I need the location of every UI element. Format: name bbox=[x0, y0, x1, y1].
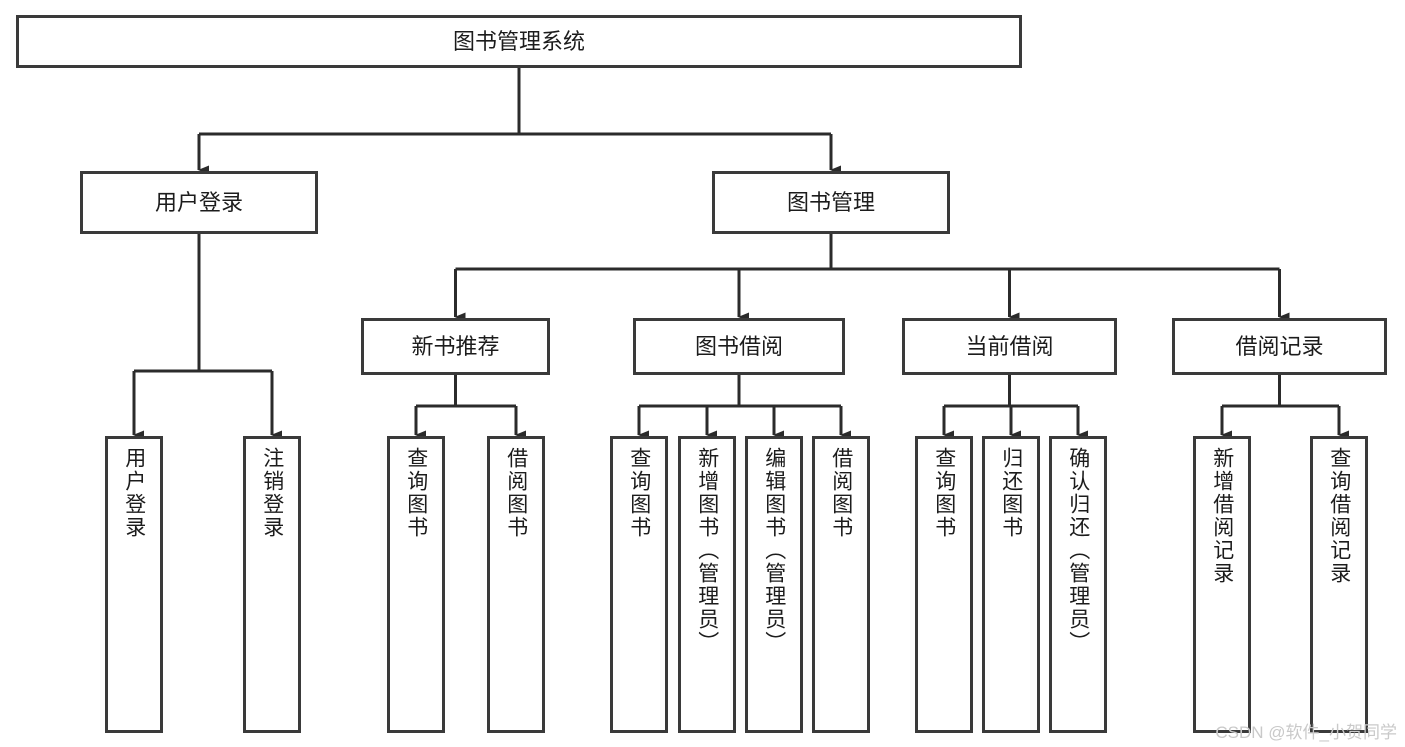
node-leaf-cr2[interactable]: 归还图书 bbox=[982, 436, 1040, 733]
node-label: 新增图书（管理员） bbox=[695, 447, 719, 654]
node-leaf-br4[interactable]: 借阅图书 bbox=[812, 436, 870, 733]
node-label: 图书管理 bbox=[786, 189, 875, 215]
node-leaf-cr1[interactable]: 查询图书 bbox=[915, 436, 973, 733]
node-leaf-br3[interactable]: 编辑图书（管理员） bbox=[745, 436, 803, 733]
node-leaf-nb1[interactable]: 查询图书 bbox=[387, 436, 445, 733]
node-leaf-cr3[interactable]: 确认归还（管理员） bbox=[1049, 436, 1107, 733]
node-newbook[interactable]: 新书推荐 bbox=[361, 318, 550, 375]
node-label: 查询图书 bbox=[404, 447, 428, 539]
node-label: 用户登录 bbox=[154, 189, 243, 215]
node-label: 确认归还（管理员） bbox=[1066, 447, 1090, 654]
node-label: 新增借阅记录 bbox=[1210, 447, 1234, 585]
node-label: 查询借阅记录 bbox=[1327, 447, 1351, 585]
node-leaf-login2[interactable]: 注销登录 bbox=[243, 436, 301, 733]
node-root[interactable]: 图书管理系统 bbox=[16, 15, 1022, 68]
node-label: 图书借阅 bbox=[694, 333, 783, 359]
connector-layer bbox=[132, 68, 1349, 440]
node-label: 借阅图书 bbox=[829, 447, 853, 539]
node-label: 借阅记录 bbox=[1235, 333, 1324, 359]
node-leaf-login1[interactable]: 用户登录 bbox=[105, 436, 163, 733]
node-current[interactable]: 当前借阅 bbox=[902, 318, 1117, 375]
node-label: 注销登录 bbox=[260, 447, 284, 539]
node-leaf-br2[interactable]: 新增图书（管理员） bbox=[678, 436, 736, 733]
node-label: 当前借阅 bbox=[965, 333, 1054, 359]
node-leaf-br1[interactable]: 查询图书 bbox=[610, 436, 668, 733]
node-label: 新书推荐 bbox=[411, 333, 500, 359]
node-borrow[interactable]: 图书借阅 bbox=[633, 318, 845, 375]
node-leaf-rc1[interactable]: 新增借阅记录 bbox=[1193, 436, 1251, 733]
node-label: 归还图书 bbox=[999, 447, 1023, 539]
node-login[interactable]: 用户登录 bbox=[80, 171, 318, 234]
node-label: 查询图书 bbox=[627, 447, 651, 539]
node-leaf-nb2[interactable]: 借阅图书 bbox=[487, 436, 545, 733]
node-leaf-rc2[interactable]: 查询借阅记录 bbox=[1310, 436, 1368, 733]
node-label: 借阅图书 bbox=[504, 447, 528, 539]
node-bookmgmt[interactable]: 图书管理 bbox=[712, 171, 950, 234]
node-records[interactable]: 借阅记录 bbox=[1172, 318, 1387, 375]
node-label: 用户登录 bbox=[122, 447, 146, 539]
node-label: 查询图书 bbox=[932, 447, 956, 539]
node-label: 图书管理系统 bbox=[452, 28, 585, 54]
node-label: 编辑图书（管理员） bbox=[762, 447, 786, 654]
